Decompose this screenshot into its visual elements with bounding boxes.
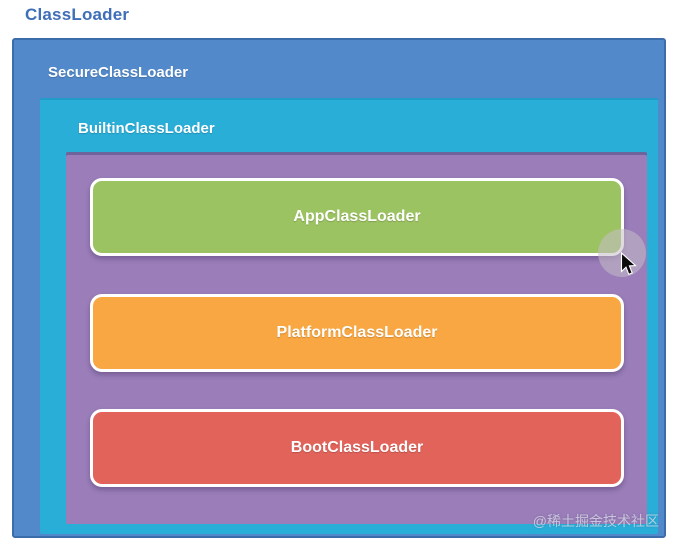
platform-classloader-box: PlatformClassLoader bbox=[90, 294, 624, 372]
page-title: ClassLoader bbox=[25, 5, 130, 24]
loader-container-box: AppClassLoader PlatformClassLoader BootC… bbox=[66, 152, 647, 524]
builtin-classloader-box: BuiltinClassLoader AppClassLoader Platfo… bbox=[40, 98, 658, 534]
watermark: @稀土掘金技术社区 bbox=[532, 513, 659, 529]
builtin-classloader-label: BuiltinClassLoader bbox=[78, 120, 215, 137]
secure-classloader-label: SecureClassLoader bbox=[48, 64, 189, 81]
secure-classloader-box: SecureClassLoader BuiltinClassLoader App… bbox=[12, 38, 666, 538]
app-classloader-box: AppClassLoader bbox=[90, 178, 624, 256]
boot-classloader-box: BootClassLoader bbox=[90, 409, 624, 487]
